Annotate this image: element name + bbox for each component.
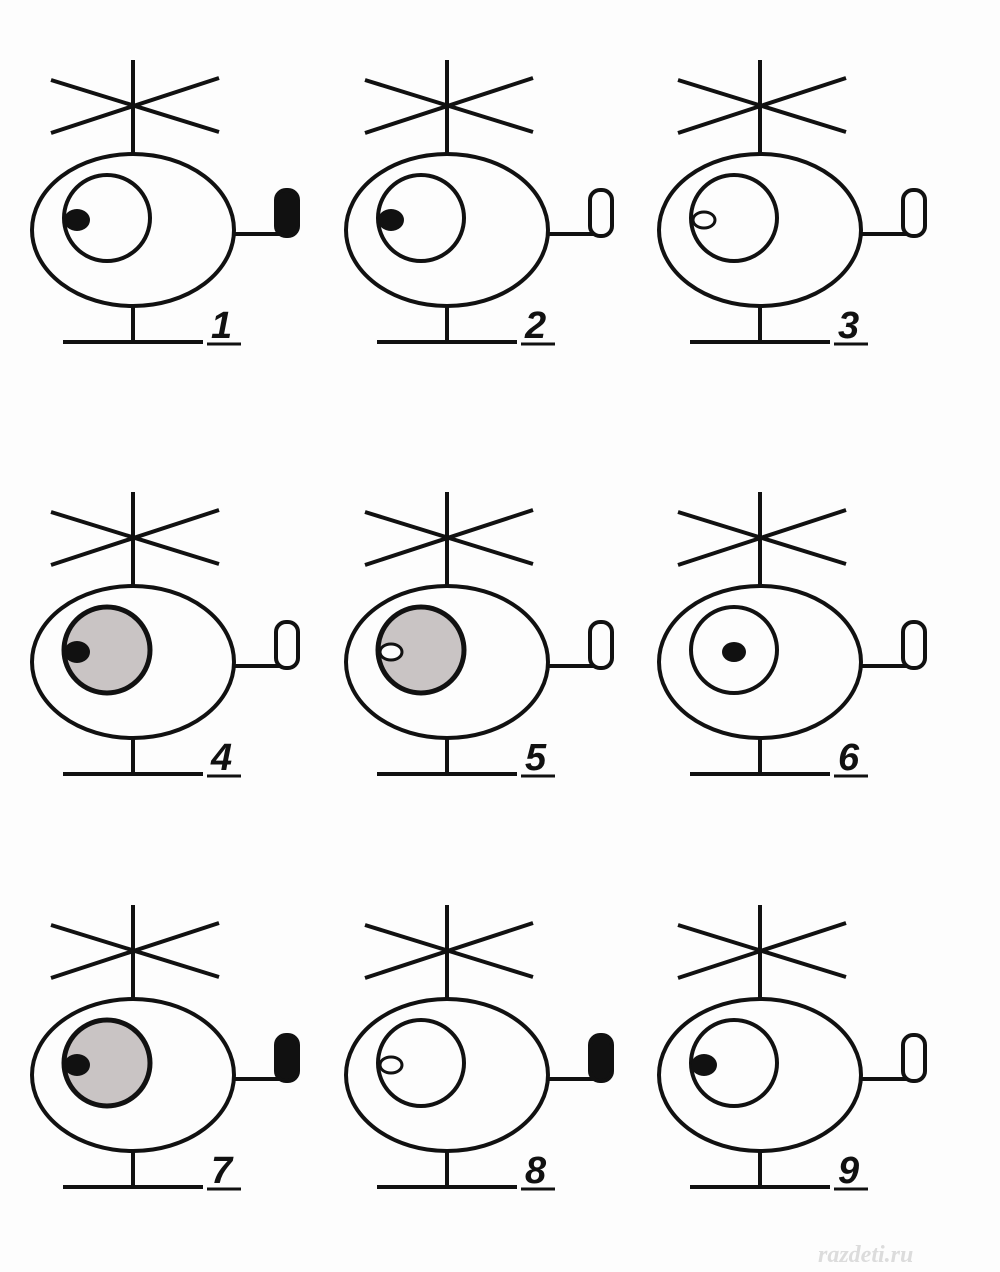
pupil-light	[378, 642, 404, 662]
figure-number: 1	[211, 305, 232, 347]
pupil-dark	[378, 209, 404, 231]
rotor-blade	[677, 508, 847, 567]
cabin-window	[376, 1018, 466, 1108]
helicopter-4: 4	[30, 492, 300, 779]
pupil-dark	[64, 641, 90, 663]
helicopter-2: 2	[344, 60, 614, 347]
pupil-light	[378, 1055, 404, 1075]
rotor-blade	[677, 76, 847, 135]
helicopter-3: 3	[657, 60, 927, 347]
helicopter-8: 8	[344, 905, 614, 1192]
rotor-blade	[677, 921, 847, 980]
tail-fin	[588, 1033, 614, 1083]
figure-number: 3	[838, 305, 859, 347]
helicopter-grid: 1 2 3 4 5 6 7 8 9	[30, 60, 927, 1192]
helicopter-5: 5	[344, 492, 614, 779]
cabin-window	[375, 604, 467, 696]
pupil-dark	[722, 642, 746, 662]
cabin-window	[689, 1018, 779, 1108]
rotor-blade	[50, 921, 220, 980]
tail-fin	[274, 188, 300, 238]
tail-fin	[901, 1033, 927, 1083]
figure-number: 7	[211, 1150, 234, 1192]
helicopter-6: 6	[657, 492, 927, 779]
pupil-dark	[64, 1054, 90, 1076]
cabin-window	[61, 1017, 153, 1109]
figure-number: 2	[524, 305, 546, 347]
rotor-blade	[364, 508, 534, 567]
watermark: razdeti.ru	[818, 1242, 913, 1268]
tail-fin	[901, 620, 927, 670]
pupil-dark	[691, 1054, 717, 1076]
tail-fin	[901, 188, 927, 238]
figure-number: 6	[838, 737, 860, 779]
figure-number: 4	[210, 737, 232, 779]
rotor-blade	[50, 76, 220, 135]
figure-number: 5	[525, 737, 547, 779]
cabin-window	[376, 173, 466, 263]
cabin-window	[689, 173, 779, 263]
rotor-blade	[364, 921, 534, 980]
tail-fin	[588, 620, 614, 670]
cabin-window	[61, 604, 153, 696]
figure-number: 9	[838, 1150, 859, 1192]
pupil-dark	[64, 209, 90, 231]
figure-number: 8	[525, 1150, 547, 1192]
helicopter-9: 9	[657, 905, 927, 1192]
rotor-blade	[50, 508, 220, 567]
tail-fin	[588, 188, 614, 238]
helicopter-7: 7	[30, 905, 300, 1192]
tail-fin	[274, 1033, 300, 1083]
pupil-light	[691, 210, 717, 230]
tail-fin	[274, 620, 300, 670]
cabin-window	[62, 173, 152, 263]
rotor-blade	[364, 76, 534, 135]
helicopter-1: 1	[30, 60, 300, 347]
